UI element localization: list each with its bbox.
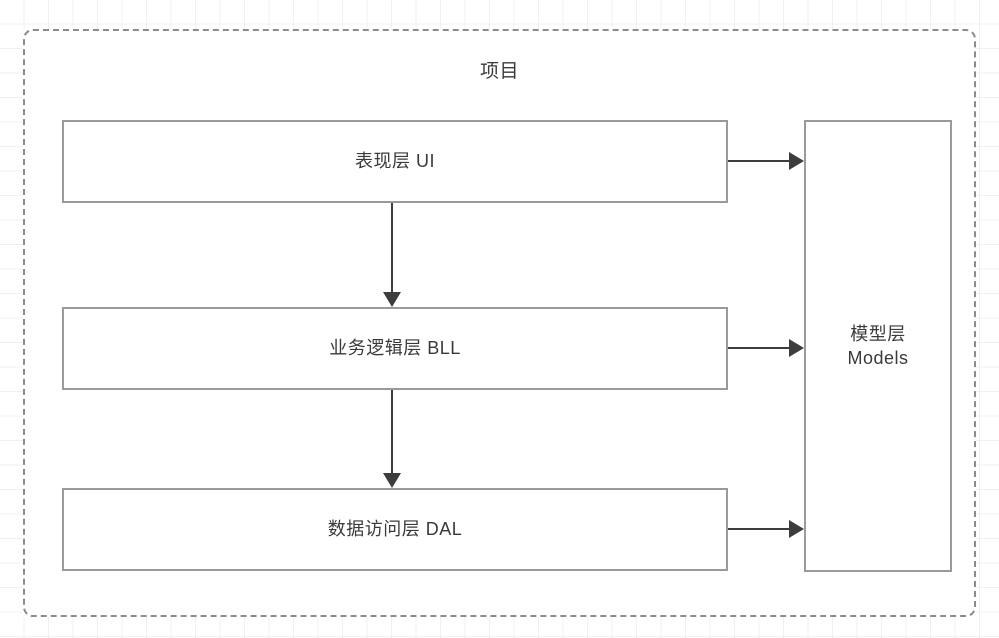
project-container-dashed-border [23,29,976,617]
edge-dal-to-models-line [728,528,790,530]
edge-ui-to-models-arrowhead-icon [789,152,804,170]
node-models-layer[interactable]: 模型层 Models [804,120,952,572]
node-data-access-layer[interactable]: 数据访问层 DAL [62,488,728,571]
edge-ui-to-bll-arrowhead-icon [383,292,401,307]
edge-bll-to-models-line [728,347,790,349]
node-data-access-layer-label: 数据访问层 DAL [327,519,463,540]
node-business-logic-layer[interactable]: 业务逻辑层 BLL [62,307,728,390]
node-presentation-layer[interactable]: 表现层 UI [62,120,728,203]
edge-ui-to-models-line [728,160,790,162]
node-business-logic-layer-label: 业务逻辑层 BLL [329,338,461,359]
edge-bll-to-models-arrowhead-icon [789,339,804,357]
edge-bll-to-dal-line [391,390,393,473]
edge-ui-to-bll-line [391,203,393,292]
node-presentation-layer-label: 表现层 UI [354,151,435,172]
project-title: 项目 [479,61,519,82]
edge-dal-to-models-arrowhead-icon [789,520,804,538]
node-models-layer-label: 模型层 Models [847,323,909,368]
edge-bll-to-dal-arrowhead-icon [383,473,401,488]
